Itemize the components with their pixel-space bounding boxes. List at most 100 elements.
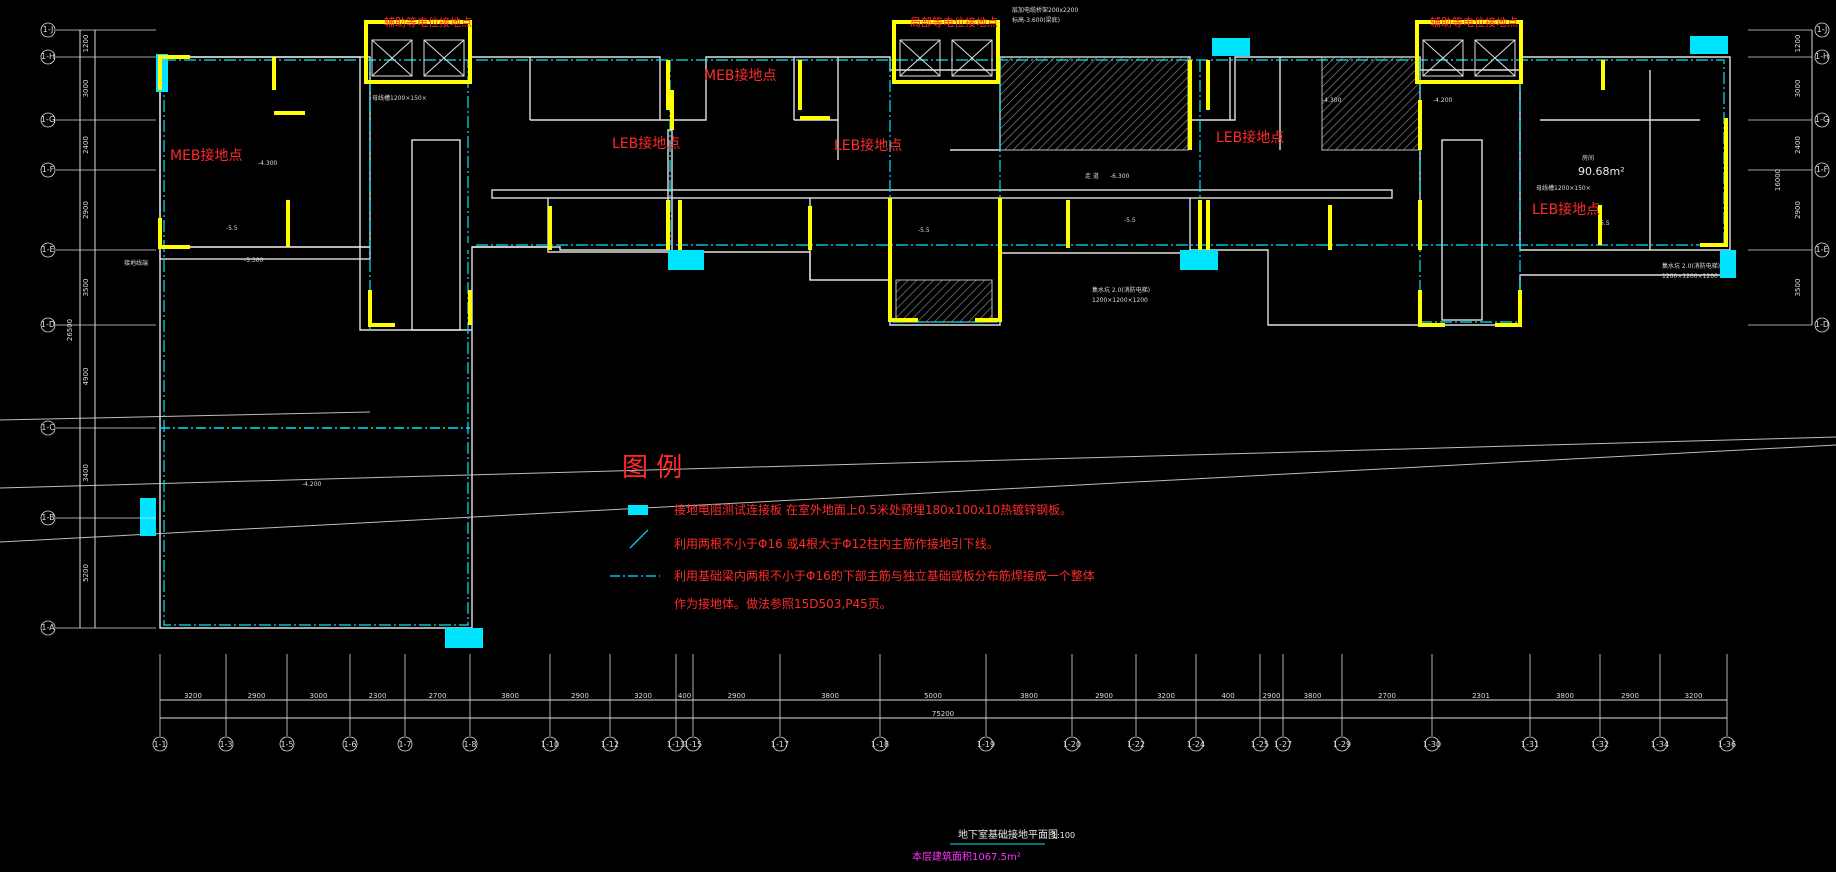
axis-label: 1-36 [1718,740,1736,749]
dimension-label: 400 [678,692,691,700]
axis-bubble [1719,736,1735,752]
meb-label-1: MEB接地点 [170,147,243,164]
right-bus-label: 母线槽1200×150× [1536,184,1591,192]
elev-2: -5.5 [226,225,238,232]
right-total-dimension: 16000 [1774,169,1782,191]
dimension-label: 2900 [571,692,589,700]
right-grid: 1-J1-H1-G1-F1-E1-D1200300024002900350016… [1748,22,1830,333]
axis-label: 1-30 [1423,740,1441,749]
axis-bubble [602,736,618,752]
left-total-dimension: 26500 [66,319,74,341]
dimension-label: 2300 [369,692,387,700]
dimension-label: 2700 [1378,692,1396,700]
right-axis-label: 1-J [1817,25,1828,34]
left-axis-label: 1-J [43,25,54,34]
axis-bubble [1128,736,1144,752]
dimension-label: 3800 [1020,692,1038,700]
axis-label: 1-34 [1651,740,1669,749]
dimension-label: 3200 [1685,692,1703,700]
axis-label: 1-12 [601,740,619,749]
left-axis-label: 1-F [42,165,55,174]
axis-bubble [872,736,888,752]
background-lines [0,411,1836,543]
right-dimension: 2900 [1794,201,1802,219]
axis-bubble [342,736,358,752]
dimension-label: 3800 [821,692,839,700]
legend-title: 图 例 [622,453,682,483]
axis-bubble [152,736,168,752]
right-dimension: 3500 [1794,279,1802,297]
dimension-label: 2900 [248,692,266,700]
equip-label-3: 辅助等电位接地点 [1430,15,1518,29]
right-axis-label: 1-D [1815,320,1829,329]
left-dimension: 2900 [82,201,90,219]
axis-label: 1-27 [1274,740,1292,749]
equip-label-1: 辅助等电位接地点 [384,15,472,29]
left-side-label: 接地线端 [124,259,148,267]
legend-continuation: 作为接地体。做法参照15D503,P45页。 [674,596,892,611]
elev-1: -4.300 [258,160,278,167]
axis-bubble [397,736,413,752]
left-dimension: 3400 [82,464,90,482]
axis-label: 1-15 [684,740,702,749]
test-plates [140,36,1736,648]
legend-item-2: 利用两根不小于Φ16 或4根大于Φ12柱内主筋作接地引下线。 [674,536,999,551]
elev-9: -5.5 [1598,220,1610,227]
dimension-label: 3800 [501,692,519,700]
top-note-2: 标高-3.600(梁底) [1012,16,1060,24]
dimension-label: 2700 [429,692,447,700]
dimension-label: 2900 [1621,692,1639,700]
axis-label: 1-32 [1591,740,1609,749]
axis-bubble [218,736,234,752]
axis-bubble [1652,736,1668,752]
axis-label: 1-17 [771,740,789,749]
axis-label: 1-6 [343,740,356,749]
axis-label: 1-1 [153,740,166,749]
dimension-label: 3000 [310,692,328,700]
leb-label-3: LEB接地点 [1216,129,1284,146]
area-note: 本层建筑面积1067.5m² [912,850,1021,863]
dimension-label: 3800 [1304,692,1322,700]
axis-label: 1-18 [871,740,889,749]
left-bus-label: 母线槽1200×150× [372,94,427,102]
left-dimension: 2400 [82,136,90,154]
dimension-label: 2301 [1472,692,1490,700]
right-dimension: 3000 [1794,80,1802,98]
axis-label: 1-24 [1187,740,1205,749]
axis-bubble [1334,736,1350,752]
elev-6: -5.5 [1124,217,1136,224]
axis-label: 1-25 [1251,740,1269,749]
hatched-zones [895,56,1421,323]
elev-4: -4.200 [302,481,322,488]
right-dimension: 1200 [1794,35,1802,53]
legend-item-3: 利用基础梁内两根不小于Φ16的下部主筋与独立基础或板分布筋焊接成一个整体 [674,568,1095,583]
axis-bubble [462,736,478,752]
axis-bubble [1188,736,1204,752]
left-axis-label: 1-B [41,513,54,522]
left-dimension: 4900 [82,368,90,386]
leb-label-4: LEB接地点 [1532,201,1600,218]
elevator-shafts [371,39,1516,77]
left-axis-label: 1-E [41,245,54,254]
left-axis-label: 1-G [41,115,55,124]
left-grid: 1-J1-H1-G1-F1-E1-D1-C1-B1-A1200300024002… [40,22,156,636]
corridor-label: 走 道 [1085,172,1099,180]
right-axis-label: 1-G [1815,115,1829,124]
axis-bubble [685,736,701,752]
drawing-title: 地下室基础接地平面图 [958,828,1058,841]
dimension-label: 5000 [924,692,942,700]
right-axis-label: 1-F [1816,165,1829,174]
axis-bubble [1275,736,1291,752]
legend: 图 例 接地电阻测试连接板 在室外地面上0.5米处预埋180x100x10热镀锌… [610,453,1095,611]
sump-2b: 1200×1200×1200 [1662,273,1718,280]
leb-label-1: LEB接地点 [612,135,680,152]
axis-bubble [668,736,684,752]
axis-label: 1-8 [463,740,476,749]
axis-bubble [542,736,558,752]
meb-label-2: MEB接地点 [704,67,777,84]
equip-label-2: 局部等电位接地点 [910,15,998,29]
axis-label: 1-20 [1063,740,1081,749]
dimension-label: 3200 [184,692,202,700]
